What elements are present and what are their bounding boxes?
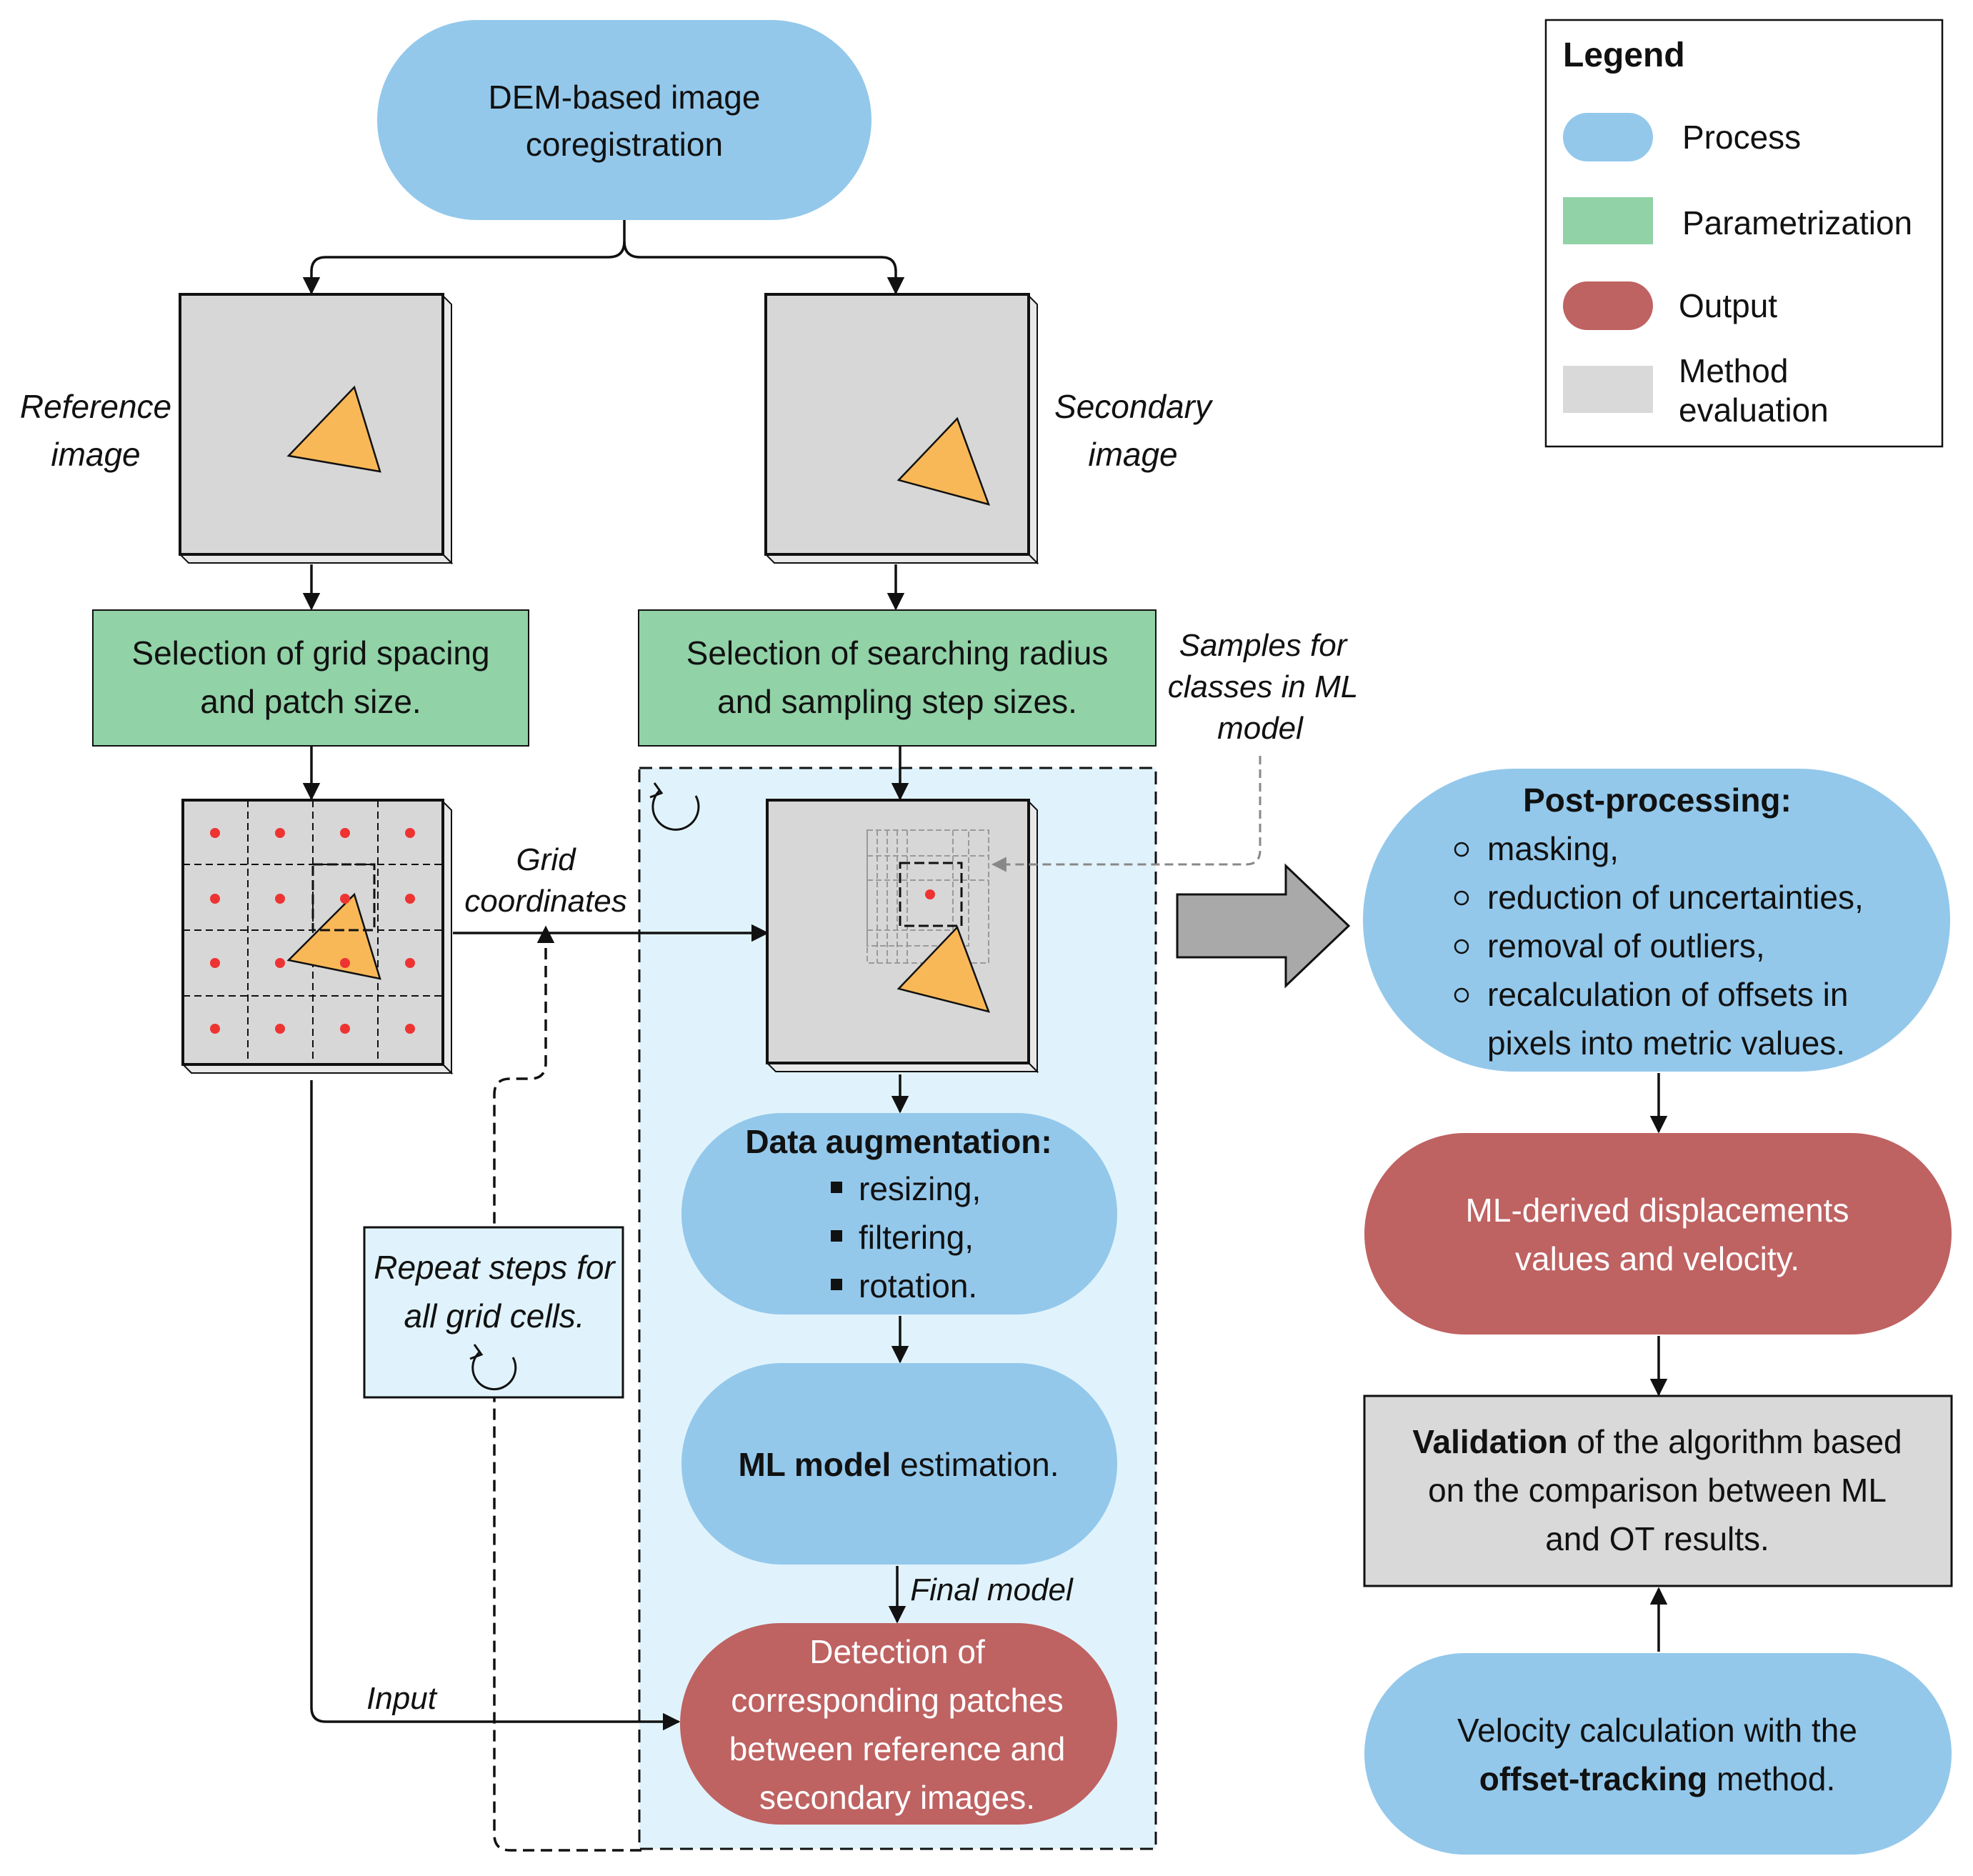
legend-swatch-output [1563, 281, 1653, 330]
velocity-rest: method. [1707, 1760, 1835, 1797]
legend: Legend Process Parametrization Output Me… [1544, 19, 1944, 448]
radius-selection-line1: Selection of searching radius [686, 634, 1109, 672]
detection-line4: secondary images. [759, 1779, 1035, 1816]
augmentation-bullet-2 [831, 1230, 842, 1242]
augmentation-item-2: filtering, [859, 1219, 974, 1256]
legend-label-process: Process [1682, 119, 1801, 156]
repeat-note-box [363, 1226, 624, 1399]
repeat-icon [469, 1344, 517, 1391]
split-connector [302, 220, 626, 295]
legend-label-evaluation: Method [1679, 352, 1788, 389]
postprocessing-item-1: masking, [1487, 830, 1619, 867]
ml-model-rest: estimation. [891, 1446, 1059, 1483]
grid-coords-line2: coordinates [464, 884, 626, 919]
postprocessing-item-2: reduction of uncertainties, [1487, 879, 1864, 916]
grid-selection-line2: and patch size. [200, 683, 421, 720]
secondary-search-image [765, 799, 1039, 1074]
legend-label-output: Output [1679, 287, 1777, 324]
augmentation-bullet-3 [831, 1279, 842, 1290]
validation-node [1363, 1394, 1953, 1587]
validation-line1: Validation of the algorithm based [1412, 1423, 1902, 1460]
grid-coords-line1: Grid [516, 842, 576, 877]
legend-label-evaluation-2: evaluation [1679, 391, 1829, 429]
augmentation-item-1: resizing, [859, 1170, 981, 1207]
search-patch [899, 862, 963, 927]
ml-output-line2: values and velocity. [1515, 1240, 1799, 1277]
coregistration-line2: coregistration [526, 126, 723, 163]
ml-output-node [1364, 1133, 1952, 1334]
search-point [925, 889, 935, 899]
legend-swatch-parametrization [1563, 197, 1653, 244]
grid-selection-line1: Selection of grid spacing [131, 634, 489, 672]
radius-selection-node [638, 609, 1157, 747]
velocity-bold: offset-tracking [1479, 1760, 1707, 1797]
input-arrow [310, 1080, 681, 1731]
validation-rest: of the algorithm based [1568, 1423, 1902, 1460]
reference-image [178, 293, 454, 565]
validation-line2: on the comparison between ML [1428, 1472, 1887, 1509]
postprocessing-item-3: removal of outliers, [1487, 927, 1765, 964]
secondary-triangle [896, 416, 991, 506]
samples-note-line2: classes in ML [1168, 669, 1359, 704]
velocity-line2: offset-tracking method. [1479, 1760, 1835, 1797]
samples-note-line3: model [1217, 711, 1304, 746]
search-triangle [896, 925, 991, 1013]
postprocessing-node [1363, 769, 1950, 1072]
ml-model-bold: ML model [738, 1446, 891, 1483]
reference-image-label-1: Reference [20, 388, 171, 425]
reference-grid-image [181, 799, 454, 1075]
postprocessing-bullet-3 [1454, 939, 1469, 954]
ml-model-node [681, 1363, 1117, 1565]
legend-swatch-evaluation [1563, 366, 1653, 413]
big-arrow [1176, 863, 1351, 989]
detection-line1: Detection of [809, 1633, 985, 1670]
reference-image-label-2: image [51, 436, 140, 473]
reference-triangle [286, 385, 381, 473]
validation-bold: Validation [1412, 1423, 1567, 1460]
coregistration-line1: DEM-based image [489, 79, 761, 116]
secondary-image [764, 293, 1039, 565]
legend-title: Legend [1563, 36, 1685, 74]
augmentation-item-3: rotation. [859, 1267, 977, 1304]
grid-selection-node [92, 609, 529, 747]
detection-line3: between reference and [729, 1730, 1066, 1767]
input-label: Input [366, 1681, 438, 1716]
split-connector-right [623, 241, 905, 295]
validation-line3: and OT results. [1545, 1520, 1769, 1557]
radius-selection-line2: and sampling step sizes. [717, 683, 1077, 720]
velocity-line1: Velocity calculation with the [1457, 1712, 1857, 1749]
postprocessing-item-4-cont: pixels into metric values. [1487, 1024, 1845, 1062]
augmentation-title: Data augmentation: [745, 1123, 1052, 1160]
repeat-note-line2: all grid cells. [404, 1297, 584, 1334]
detection-node [680, 1623, 1117, 1825]
postprocessing-bullet-2 [1454, 890, 1469, 906]
detection-line2: corresponding patches [731, 1682, 1063, 1719]
velocity-node [1364, 1653, 1952, 1855]
postprocessing-title: Post-processing: [1523, 782, 1792, 819]
augmentation-node [681, 1113, 1117, 1314]
augmentation-bullet-1 [831, 1182, 842, 1193]
ml-output-line1: ML-derived displacements [1466, 1192, 1849, 1229]
secondary-image-label-2: image [1088, 436, 1177, 473]
postprocessing-bullet-1 [1454, 842, 1469, 857]
repeat-loop-arrow [493, 925, 641, 1852]
postprocessing-bullet-4 [1454, 987, 1469, 1003]
secondary-image-label-1: Secondary [1054, 388, 1214, 425]
ml-model-text: ML model estimation. [738, 1446, 1059, 1483]
legend-swatch-process [1563, 113, 1653, 161]
coregistration-node [377, 20, 871, 220]
repeat-note-line1: Repeat steps for [374, 1249, 616, 1286]
legend-label-parametrization: Parametrization [1682, 204, 1912, 241]
postprocessing-item-4: recalculation of offsets in [1487, 976, 1848, 1013]
grid-points [210, 828, 415, 1034]
grid-triangle [286, 892, 381, 980]
samples-note-line1: Samples for [1179, 628, 1349, 663]
loop-icon [649, 782, 700, 831]
final-model-label: Final model [910, 1572, 1074, 1607]
grid-patch [311, 863, 376, 932]
